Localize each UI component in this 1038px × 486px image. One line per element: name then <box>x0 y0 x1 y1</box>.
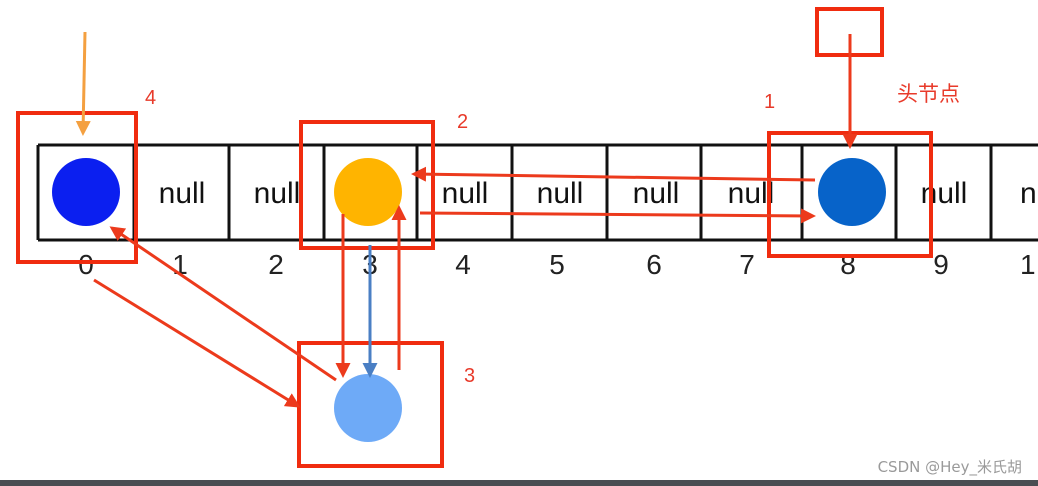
highlight-box-index-3 <box>299 120 435 250</box>
arrow-node-8-to-node-3 <box>411 166 816 182</box>
index-label: 6 <box>646 249 662 280</box>
index-label: 5 <box>549 249 565 280</box>
array-indices: 0 1 2 3 4 5 6 7 8 9 1 <box>78 249 1035 280</box>
array-cell: null <box>159 177 206 210</box>
highlight-boxes <box>16 7 933 468</box>
array-cell: null <box>921 177 968 210</box>
watermark: CSDN @Hey_米氏胡 <box>878 458 1022 477</box>
step-label-2: 2 <box>457 111 468 133</box>
array-strip <box>36 143 1038 242</box>
index-label: 8 <box>840 249 856 280</box>
highlight-box-index-0 <box>16 111 138 264</box>
node-index-0 <box>52 158 120 226</box>
array-cell: null <box>728 177 775 210</box>
arrow-node-3-to-node-8 <box>419 208 816 224</box>
step-label-4: 4 <box>145 87 156 109</box>
index-label: 4 <box>455 249 471 280</box>
node-index-3 <box>334 158 402 226</box>
index-label: 1 <box>1020 249 1036 280</box>
step-label-3: 3 <box>464 365 475 387</box>
index-label: 7 <box>739 249 755 280</box>
array-cell: null <box>633 177 680 210</box>
arrows <box>75 31 858 408</box>
bottom-bar <box>0 480 1038 486</box>
head-node-label: 头节点 <box>897 82 960 106</box>
array-cell: null <box>537 177 584 210</box>
index-label: 2 <box>268 249 284 280</box>
node-index-8 <box>818 158 886 226</box>
array-cell: null <box>442 177 489 210</box>
arrow-into-index-0 <box>75 31 91 136</box>
array-cell: null <box>254 177 301 210</box>
array-cells: null null null null null null null n <box>159 177 1037 210</box>
index-label: 9 <box>933 249 949 280</box>
array-cell: n <box>1020 177 1037 210</box>
index-label: 0 <box>78 249 94 280</box>
arrow-moved-to-node-0 <box>109 226 337 382</box>
node-moved <box>334 374 402 442</box>
arrow-node-0-to-moved <box>93 278 301 408</box>
step-label-1: 1 <box>764 91 775 113</box>
